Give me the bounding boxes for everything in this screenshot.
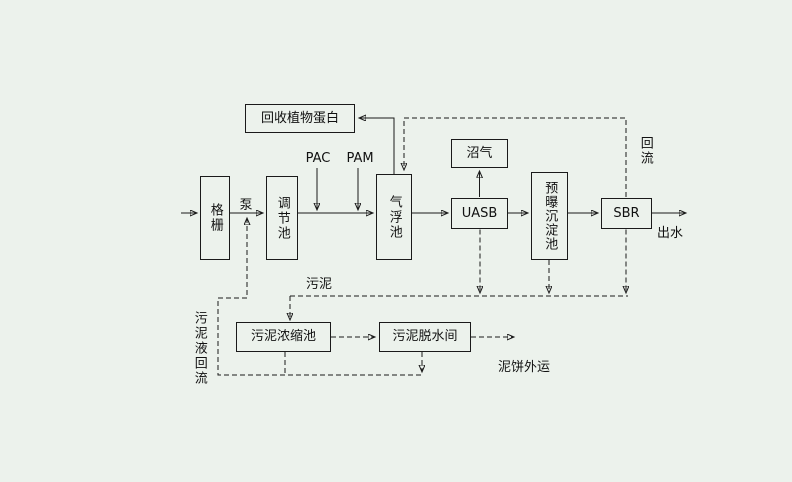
- node-sbr: SBR: [601, 198, 652, 229]
- edge-liquid-return-to-main: [217, 218, 421, 376]
- pam-label: PAM: [346, 150, 374, 166]
- node-biogas: 沼气: [451, 139, 508, 168]
- node-regulating-tank: 调节池: [266, 176, 298, 260]
- node-uasb-label: UASB: [461, 205, 498, 221]
- node-grid-label: 格栅: [207, 203, 223, 233]
- node-sbr-label: SBR: [613, 205, 640, 221]
- node-preaeration-settling-tank: 预曝沉淀池: [531, 172, 568, 260]
- sludge-label: 污泥: [305, 277, 332, 293]
- node-sludge-thickening-tank: 污泥浓缩池: [236, 322, 331, 352]
- node-protein-recovery: 回收植物蛋白: [245, 104, 355, 133]
- node-uasb: UASB: [451, 198, 508, 229]
- reflux-label: 回流: [637, 136, 653, 166]
- pump-label: 泵: [239, 198, 253, 214]
- pac-label: PAC: [305, 150, 331, 166]
- node-flotation-tank-label: 气浮池: [386, 194, 402, 240]
- dashed-flow-lines: [217, 117, 628, 376]
- node-sludge-dewatering-room-label: 污泥脱水间: [392, 329, 458, 345]
- node-regulating-tank-label: 调节池: [274, 195, 290, 241]
- node-protein-recovery-label: 回收植物蛋白: [260, 110, 339, 126]
- edge-sbr-reflux-to-flotation: [404, 117, 627, 197]
- mud-cake-out-label: 泥饼外运: [497, 360, 550, 376]
- node-grid: 格栅: [200, 176, 230, 260]
- node-sludge-thickening-tank-label: 污泥浓缩池: [250, 329, 316, 345]
- effluent-label: 出水: [656, 226, 683, 242]
- node-flotation-tank: 气浮池: [376, 174, 412, 260]
- edge-flotation-to-protein: [359, 118, 395, 174]
- sludge-liquid-return-label: 污泥液回流: [191, 310, 207, 386]
- node-preaeration-settling-tank-label: 预曝沉淀池: [542, 181, 558, 251]
- node-sludge-dewatering-room: 污泥脱水间: [379, 322, 471, 352]
- solid-flow-lines: [181, 118, 686, 213]
- node-biogas-label: 沼气: [466, 145, 493, 161]
